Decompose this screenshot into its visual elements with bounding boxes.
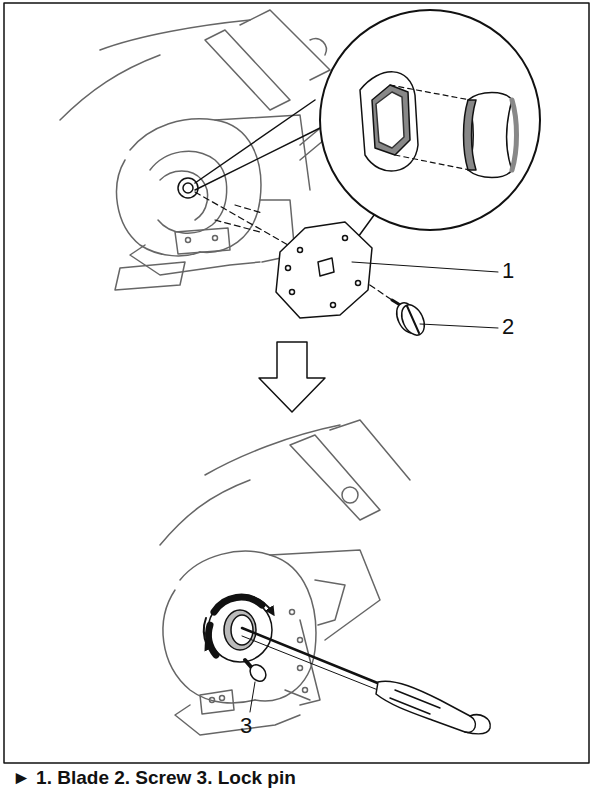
screwdriver [242,628,490,734]
detail-circle [320,10,540,230]
screw [392,299,429,338]
hub-rotating [204,595,272,662]
caption: ► 1. Blade 2. Screw 3. Lock pin [12,767,296,789]
leader-line [352,262,498,272]
callout-number: 1 [502,260,514,282]
callout-number: 2 [502,316,514,338]
blade [276,222,372,318]
step-arrow [259,342,325,412]
lock-pin [245,660,269,684]
tool-bottom [160,420,410,735]
frame [4,3,589,763]
leader-line [250,682,255,712]
callout-number: 3 [240,715,252,737]
hub [178,178,198,198]
leader-line [420,324,498,328]
